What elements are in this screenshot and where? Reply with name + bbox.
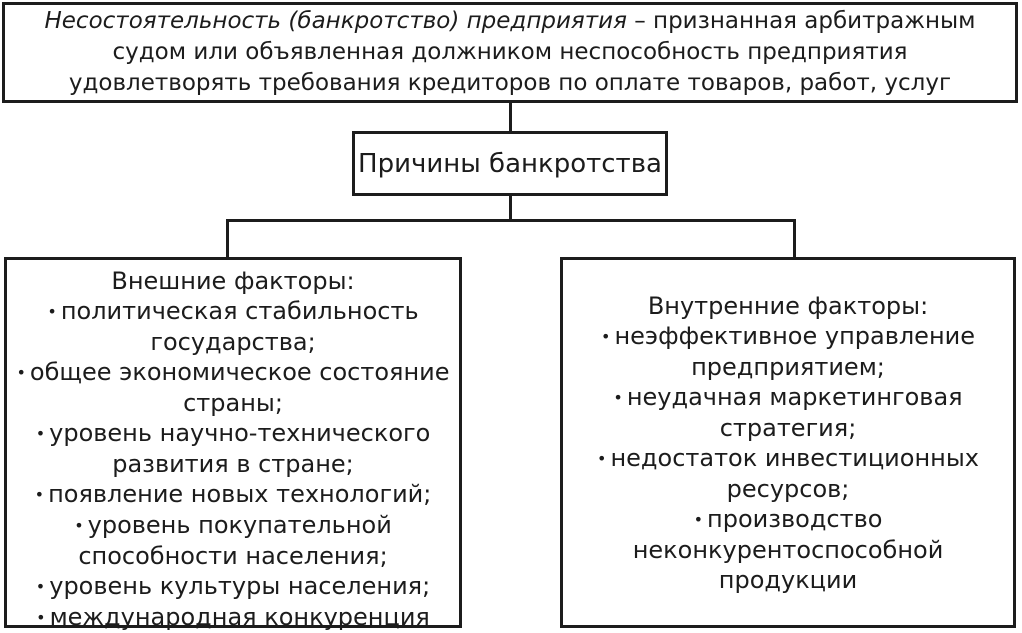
- list-item: •уровень покупательной способности насел…: [15, 510, 451, 571]
- list-item: •недостаток инвестиционных ресурсов;: [591, 443, 985, 504]
- list-item: •неудачная маркетинговая стратегия;: [591, 382, 985, 443]
- bullet-icon: •: [35, 577, 46, 596]
- bullet-icon: •: [36, 608, 46, 627]
- factor-text: международная конкуренция: [49, 603, 430, 631]
- definition-term: Несостоятельность (банкротство) предприя…: [44, 8, 627, 34]
- bullet-icon: •: [693, 509, 704, 529]
- connector-branch-to-external: [226, 219, 229, 257]
- list-item: •уровень культуры населения;: [15, 571, 451, 602]
- causes-label: Причины банкротства: [358, 148, 662, 179]
- bullet-icon: •: [34, 485, 45, 504]
- list-item: •производство неконкурентоспособной прод…: [591, 504, 985, 595]
- factor-text: появление новых технологий;: [48, 480, 432, 508]
- bullet-icon: •: [74, 516, 84, 535]
- bullet-icon: •: [601, 326, 611, 346]
- list-item: •международная конкуренция: [15, 602, 451, 633]
- definition-text: Несостоятельность (банкротство) предприя…: [5, 6, 1015, 99]
- factor-text: общее экономическое состояние страны;: [29, 358, 450, 417]
- factor-text: недостаток инвестиционных ресурсов;: [610, 443, 979, 503]
- factor-text: неэффективное управление предприятием;: [614, 321, 975, 381]
- list-item: •уровень научно-технического развития в …: [15, 418, 451, 479]
- external-factors-box: Внешние факторы: •политическая стабильно…: [4, 257, 462, 631]
- internal-factors-box: Внутренние факторы: •неэффективное управ…: [560, 257, 1016, 628]
- bullet-icon: •: [613, 387, 623, 407]
- list-item: •неэффективное управление предприятием;: [591, 321, 985, 382]
- external-factors-list: •политическая стабильность государства;•…: [15, 296, 451, 633]
- list-item: •политическая стабильность государства;: [15, 296, 451, 357]
- internal-factors-list: •неэффективное управление предприятием;•…: [591, 321, 985, 595]
- bullet-icon: •: [47, 302, 57, 321]
- factor-text: неудачная маркетинговая стратегия;: [626, 382, 963, 442]
- factor-text: политическая стабильность государства;: [60, 297, 419, 356]
- causes-box: Причины банкротства: [352, 131, 668, 196]
- internal-factors-title: Внутренние факторы:: [647, 291, 929, 320]
- definition-box: Несостоятельность (банкротство) предприя…: [2, 2, 1018, 103]
- bullet-icon: •: [597, 448, 607, 468]
- list-item: •общее экономическое состояние страны;: [15, 357, 451, 418]
- bullet-icon: •: [35, 424, 46, 443]
- list-item: •появление новых технологий;: [15, 479, 451, 510]
- connector-branch-to-internal: [793, 219, 796, 257]
- factor-text: уровень культуры населения;: [49, 572, 431, 600]
- factor-text: уровень научно-технического развития в с…: [49, 419, 431, 478]
- connector-causes-to-branch: [509, 196, 512, 222]
- bullet-icon: •: [16, 363, 26, 382]
- connector-branch-horizontal: [226, 219, 796, 222]
- factor-text: уровень покупательной способности населе…: [78, 511, 392, 570]
- factor-text: производство неконкурентоспособной проду…: [632, 504, 944, 594]
- definition-body: – признанная арбитражным судом или объяв…: [68, 8, 976, 96]
- connector-definition-to-causes: [509, 103, 512, 131]
- external-factors-title: Внешние факторы:: [111, 267, 355, 295]
